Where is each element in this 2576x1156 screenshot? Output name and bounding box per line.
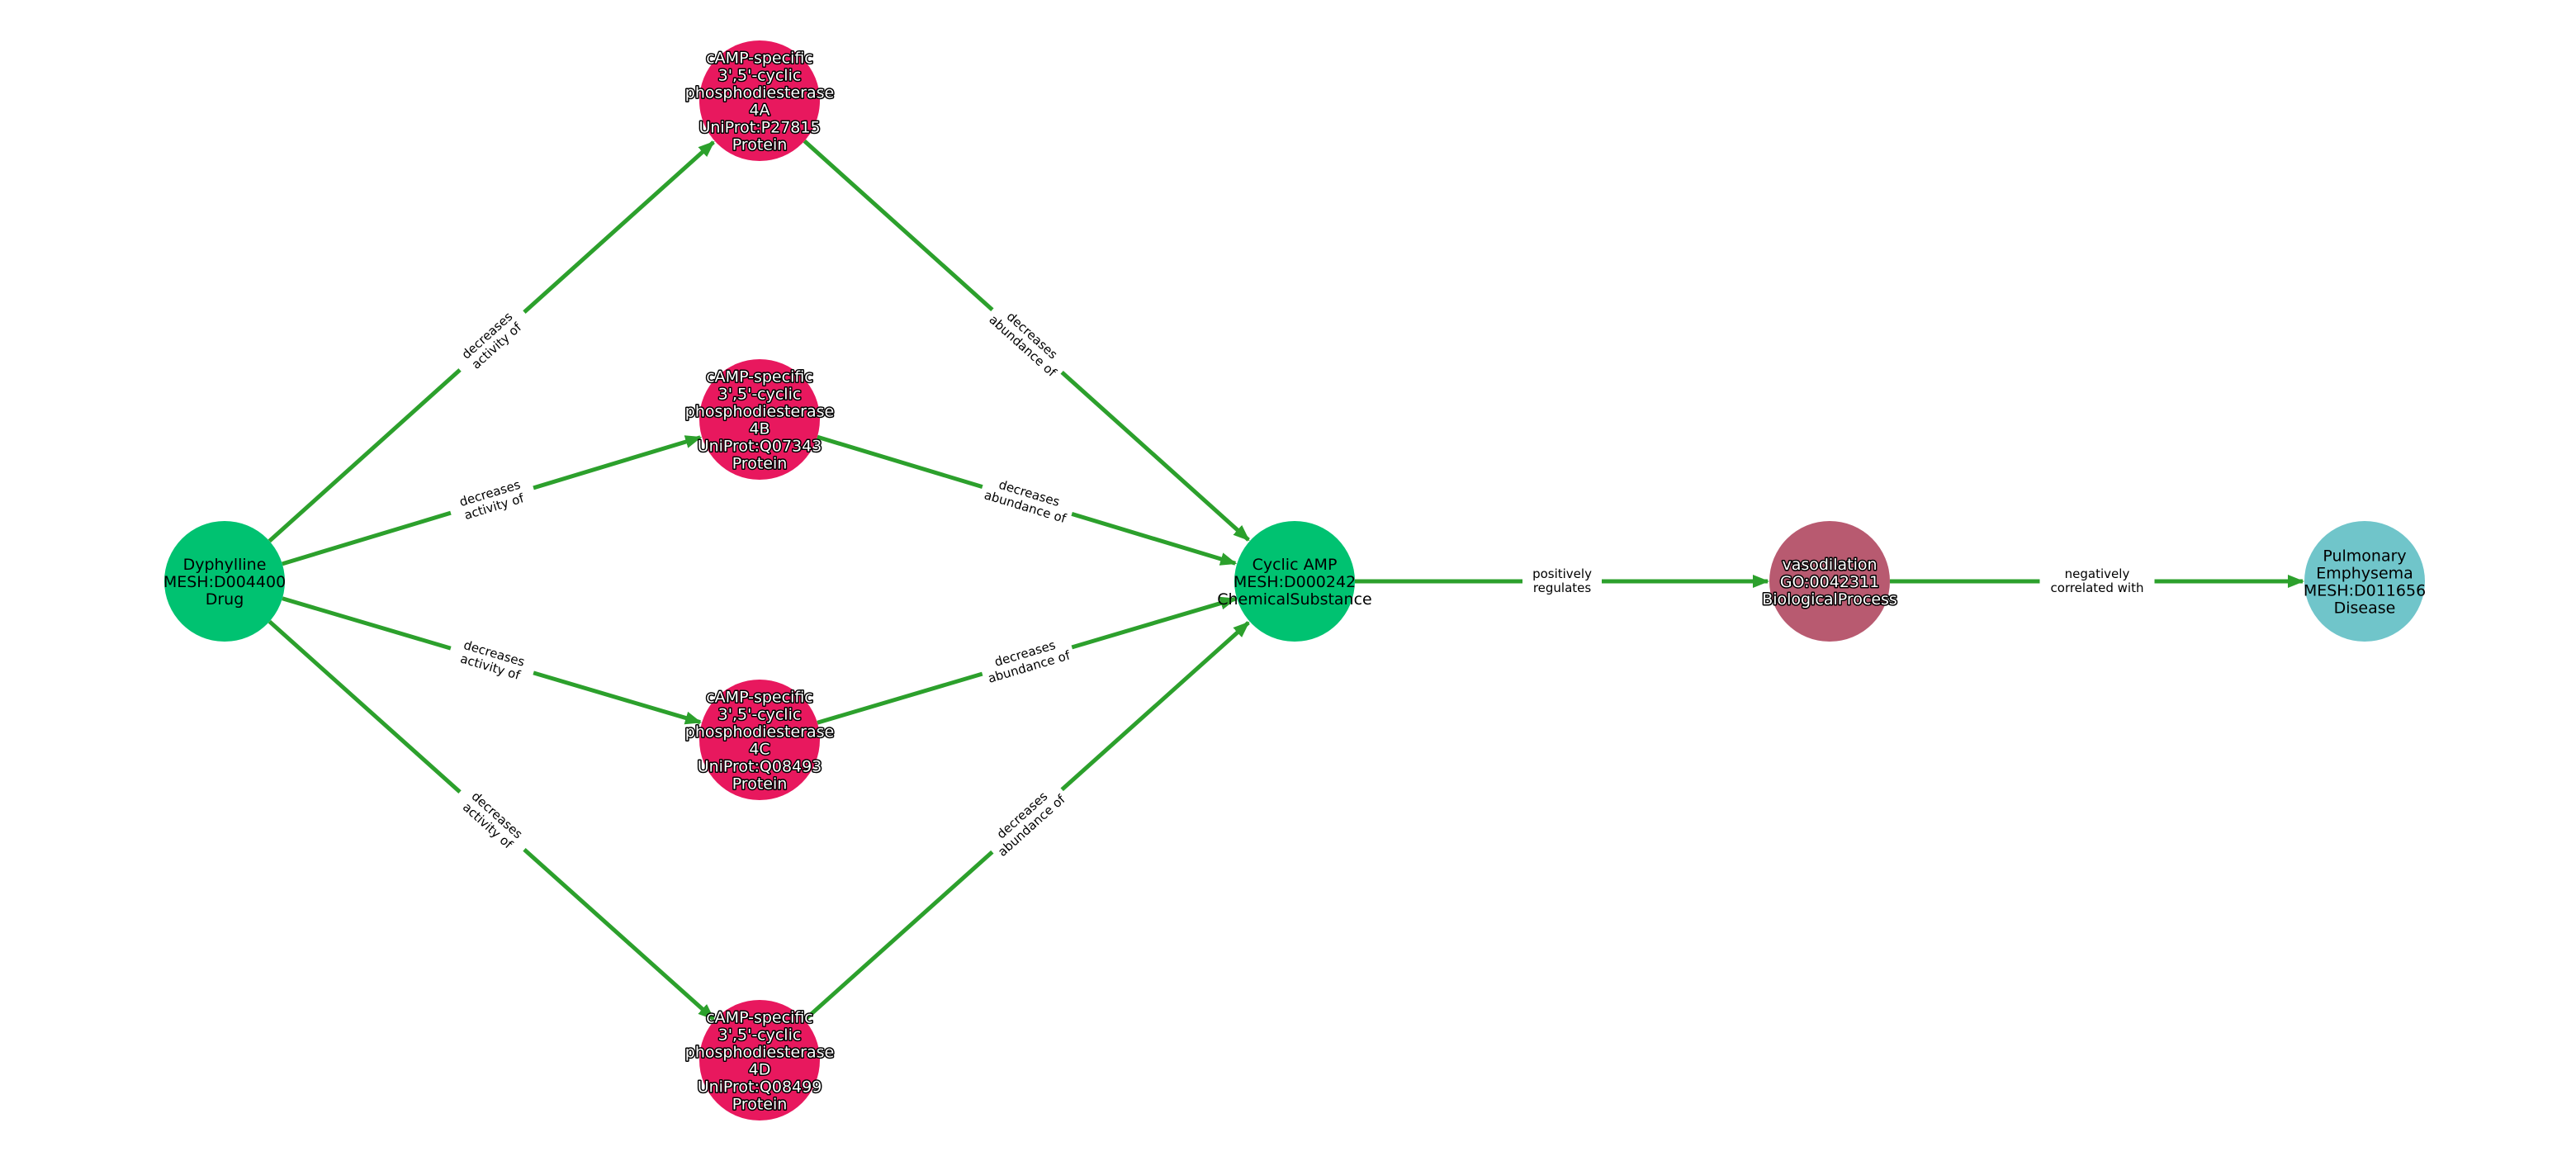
node-label-line: UniProt:Q07343 xyxy=(698,438,822,456)
edge-label-line: negatively xyxy=(2065,566,2130,581)
node-label-line: cAMP-specific xyxy=(706,1009,813,1027)
node-circle[interactable] xyxy=(699,40,820,161)
edge-label-background xyxy=(1522,565,1602,598)
node-pde4c[interactable]: cAMP-specific3',5'-cyclicphosphodiestera… xyxy=(684,680,836,800)
node-circle[interactable] xyxy=(699,359,820,480)
node-label-line: phosphodiesterase xyxy=(685,403,834,421)
node-pde4b[interactable]: cAMP-specific3',5'-cyclicphosphodiestera… xyxy=(684,359,836,480)
node-circle[interactable] xyxy=(1769,521,1890,642)
node-label-line: UniProt:Q08493 xyxy=(698,758,822,776)
edge-label-line: positively xyxy=(1532,566,1592,581)
node-label-line: Dyphylline xyxy=(183,556,267,574)
node-circle[interactable] xyxy=(699,1000,820,1120)
edge-label-line: regulates xyxy=(1533,580,1592,595)
node-label-line: 4C xyxy=(749,741,769,759)
node-label-line: MESH:D000242 xyxy=(1234,573,1356,591)
node-label-line: GO:0042311 xyxy=(1780,573,1879,591)
node-label-line: 3',5'-cyclic xyxy=(718,386,802,404)
node-label-line: 3',5'-cyclic xyxy=(718,67,802,85)
node-label-line: Cyclic AMP xyxy=(1252,556,1338,574)
edge-label-background xyxy=(978,471,1077,530)
node-pde4d[interactable]: cAMP-specific3',5'-cyclicphosphodiestera… xyxy=(684,1000,836,1120)
node-pde4a[interactable]: cAMP-specific3',5'-cyclicphosphodiestera… xyxy=(684,40,836,161)
node-label-line: Protein xyxy=(732,1096,788,1114)
node-circle[interactable] xyxy=(164,521,285,642)
node-label-line: MESH:D011656 xyxy=(2304,582,2426,600)
edge-label-background xyxy=(448,300,536,382)
node-label-line: Pulmonary xyxy=(2323,547,2406,566)
node-label-line: ChemicalSubstance xyxy=(1217,590,1372,609)
node-label-line: MESH:D004400 xyxy=(163,573,286,591)
node-label-line: phosphodiesterase xyxy=(685,723,834,741)
edge-label-background xyxy=(978,631,1077,690)
node-label-line: Protein xyxy=(732,136,788,154)
node-label-line: cAMP-specific xyxy=(706,368,813,386)
edge-label-background xyxy=(981,297,1073,385)
node-label-line: UniProt:Q08499 xyxy=(698,1078,822,1097)
edge-label-background xyxy=(981,777,1073,865)
node-label-line: phosphodiesterase xyxy=(685,84,834,102)
node-circle[interactable] xyxy=(2304,521,2425,642)
node-label-line: Protein xyxy=(732,775,788,794)
nodes-layer: DyphyllineMESH:D004400DrugcAMP-specific3… xyxy=(163,40,2426,1120)
edge-label-background xyxy=(448,779,536,862)
node-circle[interactable] xyxy=(699,680,820,800)
node-circle[interactable] xyxy=(1234,521,1355,642)
node-label-line: 4B xyxy=(749,420,769,438)
node-label-line: Drug xyxy=(206,590,244,609)
node-label-line: Emphysema xyxy=(2316,565,2413,583)
node-label-line: 3',5'-cyclic xyxy=(718,1026,802,1045)
node-label-line: cAMP-specific xyxy=(706,689,813,707)
edge-label-background xyxy=(2039,565,2155,598)
node-label-line: phosphodiesterase xyxy=(685,1044,834,1062)
edge-label-line: correlated with xyxy=(2051,580,2144,595)
node-label-line: 4D xyxy=(749,1061,771,1079)
node-label-line: Protein xyxy=(732,455,788,473)
node-label-line: UniProt:P27815 xyxy=(698,119,820,137)
node-label-line: 4A xyxy=(749,102,769,120)
edge-label-background xyxy=(446,632,538,689)
edge-label-background xyxy=(446,471,538,529)
node-label-line: vasodilation xyxy=(1782,556,1877,574)
node-label-line: cAMP-specific xyxy=(706,50,813,68)
node-label-line: BiologicalProcess xyxy=(1762,590,1897,609)
node-label-line: 3',5'-cyclic xyxy=(718,706,802,724)
node-label-line: Disease xyxy=(2334,599,2396,618)
